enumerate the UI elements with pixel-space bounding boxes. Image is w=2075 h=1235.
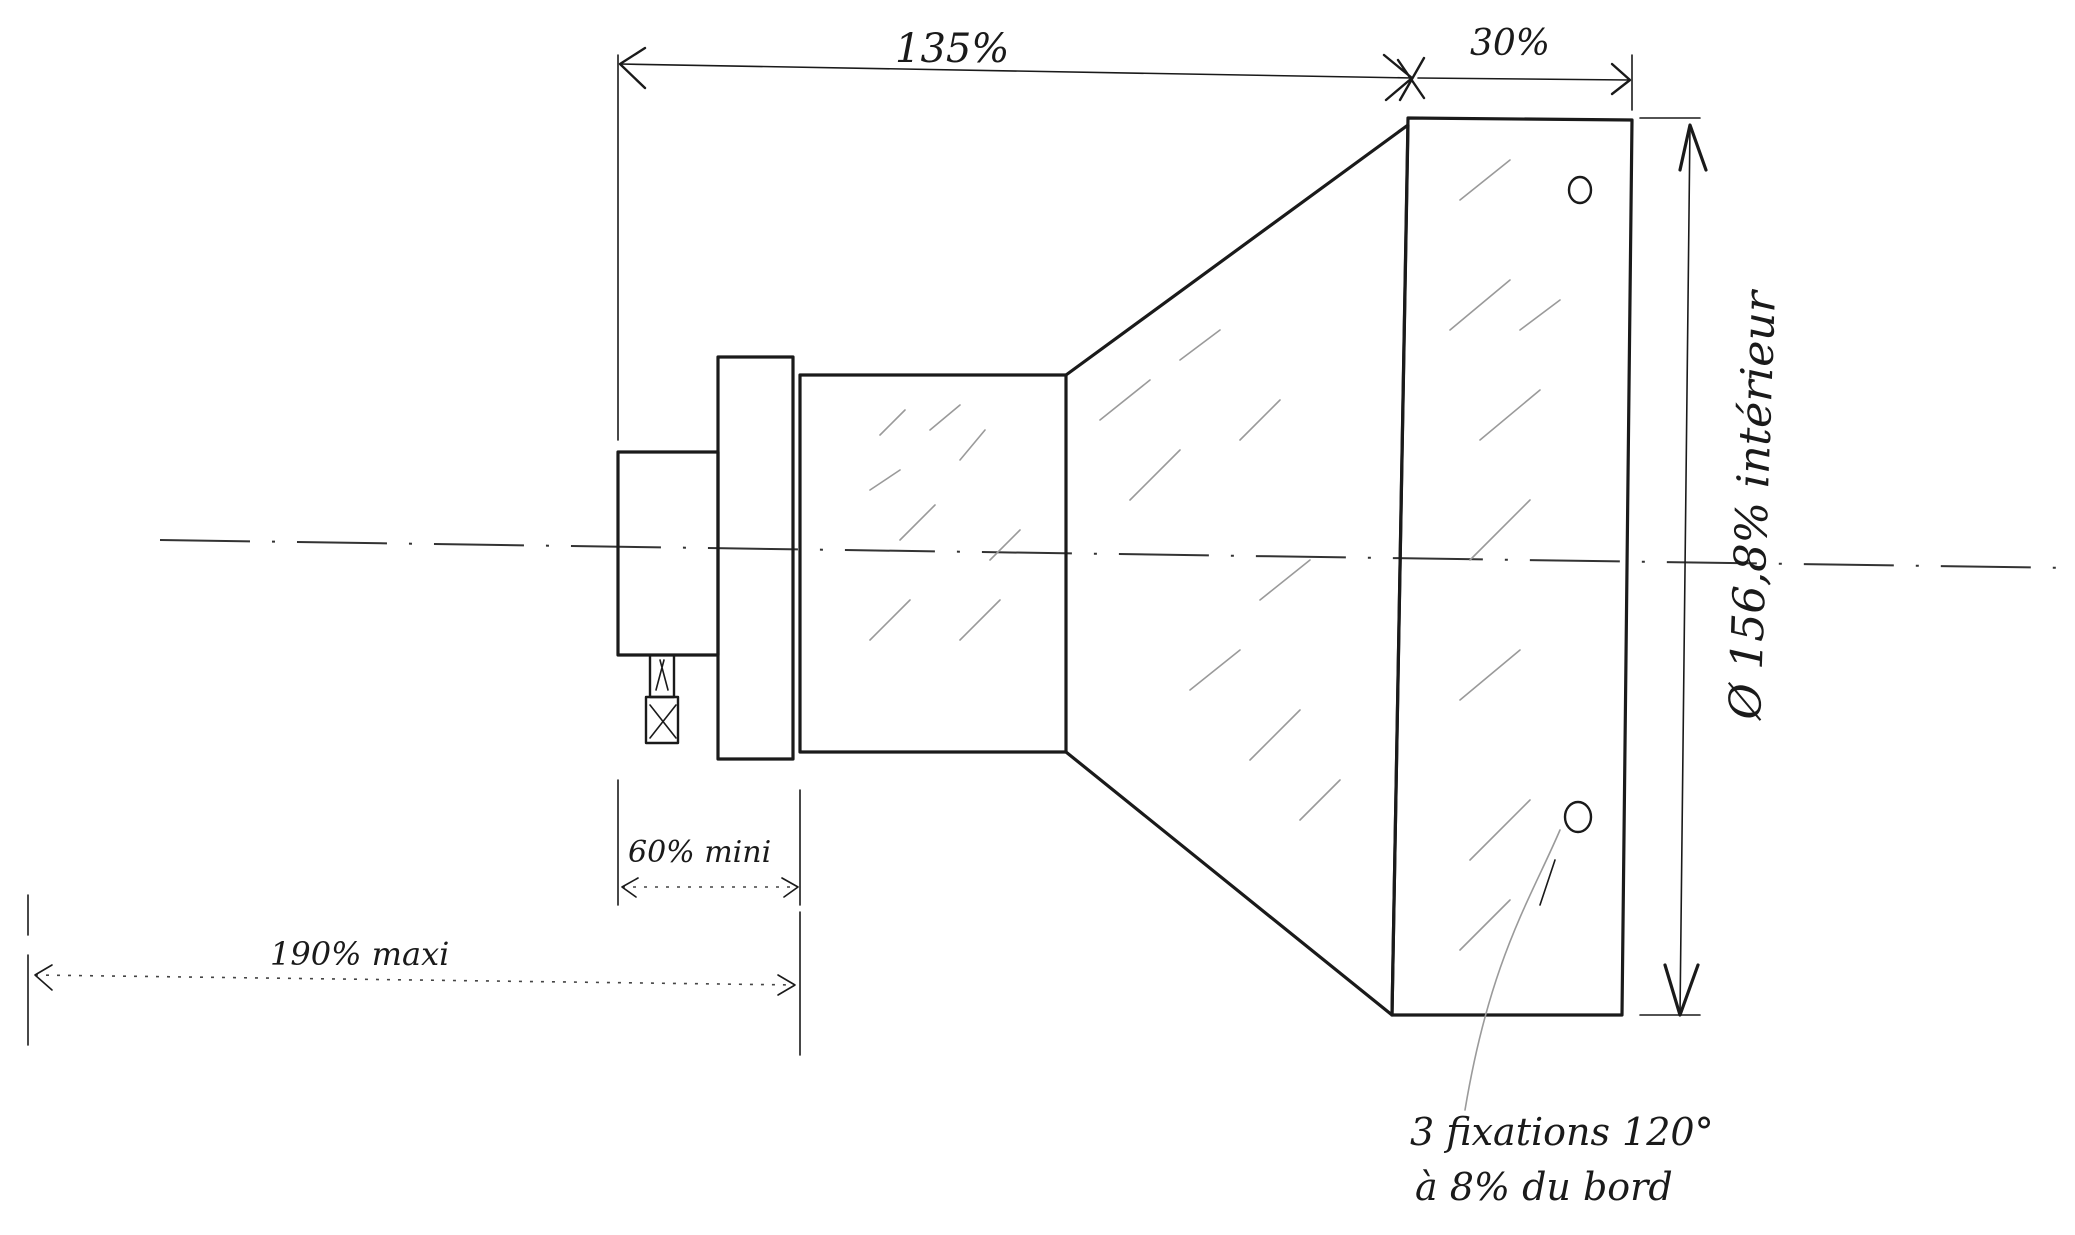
flange-ring — [716, 355, 795, 761]
annotation-leader-tip — [1539, 859, 1556, 906]
dim-60 — [617, 779, 801, 906]
dim-30-label: 30% — [1470, 23, 1550, 64]
cone-section — [1064, 123, 1410, 1017]
cable-stub — [644, 653, 680, 745]
annotation-leader — [1464, 829, 1561, 1111]
dim-60-label: 60% mini — [628, 835, 771, 870]
center-axis — [159, 539, 2071, 569]
hub-block — [616, 450, 720, 657]
dim-30 — [1417, 54, 1633, 111]
glass-hatching — [869, 159, 1561, 951]
dim-135-label: 135% — [895, 26, 1009, 72]
dim-135 — [617, 46, 1426, 441]
fixation-hole-top — [1567, 175, 1593, 205]
annotation-line-1: 3 fixations 120° — [1410, 1110, 1714, 1154]
output-flange — [1390, 116, 1634, 1017]
dim-190-label: 190% maxi — [270, 935, 449, 973]
dim-diameter-label: Ø 156,8% intérieur — [1720, 287, 1786, 721]
cylinder-body — [798, 373, 1068, 754]
dim-diameter — [1639, 117, 1708, 1017]
dim-190 — [27, 894, 801, 1056]
annotation-line-2: à 8% du bord — [1415, 1165, 1673, 1209]
fixation-hole-bottom — [1563, 800, 1593, 834]
